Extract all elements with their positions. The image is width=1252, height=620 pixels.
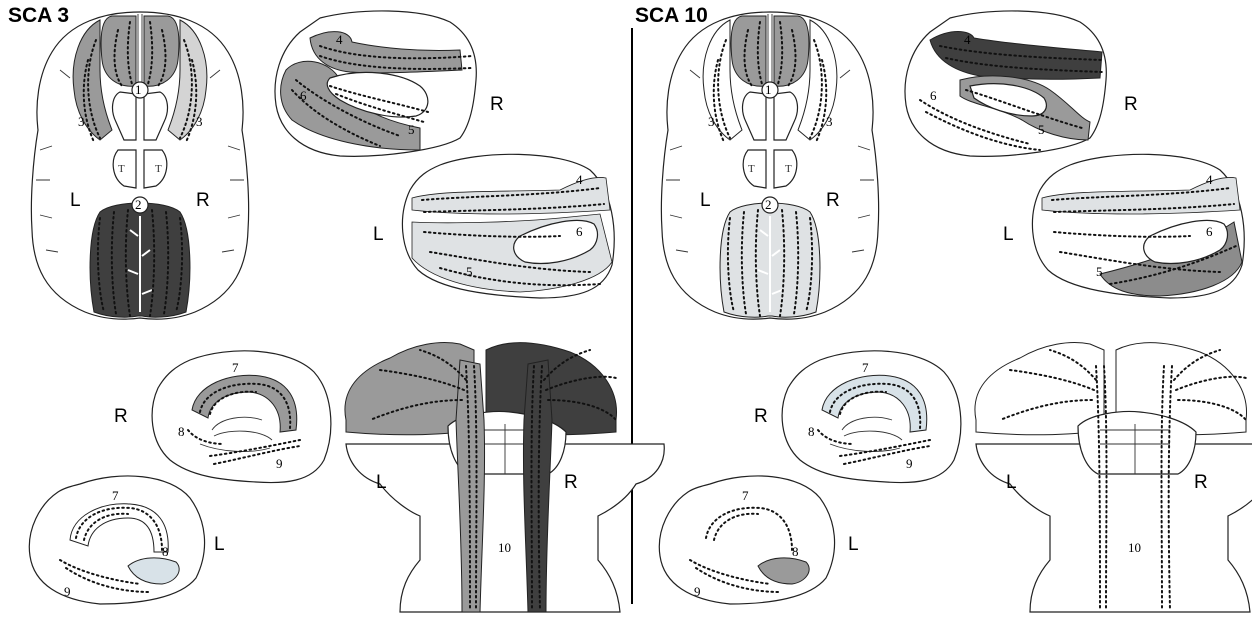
medial-side-label-right: R: [114, 406, 128, 427]
lateral-side-label-right: R: [490, 94, 504, 115]
tract-label-7-left: 7: [742, 488, 749, 503]
sca3-medial-right-view: 7 8 9 R: [114, 351, 331, 483]
lateral-side-label-left: L: [1003, 224, 1014, 245]
tract-label-7: 7: [862, 360, 869, 375]
tract-label-4-left: 4: [1206, 172, 1213, 187]
axial-side-label-right: R: [196, 190, 210, 211]
coronal-side-label-right: R: [1194, 472, 1208, 493]
tract-label-2: 2: [765, 197, 772, 212]
sca3-medial-left-view: 7 8 9 L: [29, 476, 224, 604]
sca10-medial-left-view: 7 8 9 L: [659, 476, 858, 604]
tract-label-7-left: 7: [112, 488, 119, 503]
sca10-lateral-right-view: 4 5 6 R: [905, 11, 1138, 156]
thalamus-label-left: T: [748, 163, 755, 175]
sca10-medial-right-view: 7 8 9 R: [754, 351, 961, 483]
tract-label-1: 1: [135, 82, 142, 97]
sca3-axial-view: 1 2 3 3 T T L R: [31, 12, 248, 319]
tract-label-6: 6: [930, 88, 937, 103]
tract-label-9-left: 9: [64, 584, 71, 599]
tract-label-4-left: 4: [576, 172, 583, 187]
tract-label-5-left: 5: [1096, 264, 1103, 279]
tract-label-5: 5: [408, 122, 415, 137]
tract-label-10: 10: [498, 540, 511, 555]
tract-label-8: 8: [808, 424, 815, 439]
medial-side-label-right: R: [754, 406, 768, 427]
tract-label-6-left: 6: [1206, 224, 1213, 239]
sca10-coronal-view: 10 L R: [975, 343, 1252, 612]
tract-label-5-left: 5: [466, 264, 473, 279]
tract-label-8: 8: [178, 424, 185, 439]
tract-label-4: 4: [964, 32, 971, 47]
tract-label-9-left: 9: [694, 584, 701, 599]
coronal-side-label-right: R: [564, 472, 578, 493]
thalamus-label-right: T: [155, 163, 162, 175]
tract-label-7: 7: [232, 360, 239, 375]
tract-label-2: 2: [135, 197, 142, 212]
axial-side-label-left: L: [700, 190, 711, 211]
tract-label-5: 5: [1038, 122, 1045, 137]
tract-label-4: 4: [336, 32, 343, 47]
coronal-side-label-left: L: [376, 472, 387, 493]
lateral-side-label-left: L: [373, 224, 384, 245]
tract-label-6: 6: [300, 88, 307, 103]
tract-label-3-right: 3: [196, 114, 203, 129]
coronal-side-label-left: L: [1006, 472, 1017, 493]
tract-label-3-left: 3: [708, 114, 715, 129]
thalamus-label-left: T: [118, 163, 125, 175]
medial-side-label-left: L: [848, 534, 859, 555]
tract-label-3-right: 3: [826, 114, 833, 129]
sca10-axial-view: 1 2 3 3 T T L R: [661, 12, 878, 319]
axial-side-label-left: L: [70, 190, 81, 211]
tract-label-3-left: 3: [78, 114, 85, 129]
sca10-lateral-left-view: 4 5 6 L: [1003, 154, 1244, 298]
tract-label-1: 1: [765, 82, 772, 97]
sca3-coronal-view: 10 L R: [345, 343, 664, 612]
tract-label-6-left: 6: [576, 224, 583, 239]
axial-side-label-right: R: [826, 190, 840, 211]
tract-label-8-left: 8: [162, 544, 169, 559]
sca3-lateral-right-view: 4 5 6 R: [275, 11, 504, 156]
lateral-side-label-right: R: [1124, 94, 1138, 115]
thalamus-label-right: T: [785, 163, 792, 175]
tract-label-10: 10: [1128, 540, 1141, 555]
tract-label-9: 9: [906, 456, 913, 471]
tract-label-8-left: 8: [792, 544, 799, 559]
tract-label-9: 9: [276, 456, 283, 471]
medial-side-label-left: L: [214, 534, 225, 555]
sca3-lateral-left-view: 4 5 6 L: [373, 154, 614, 298]
